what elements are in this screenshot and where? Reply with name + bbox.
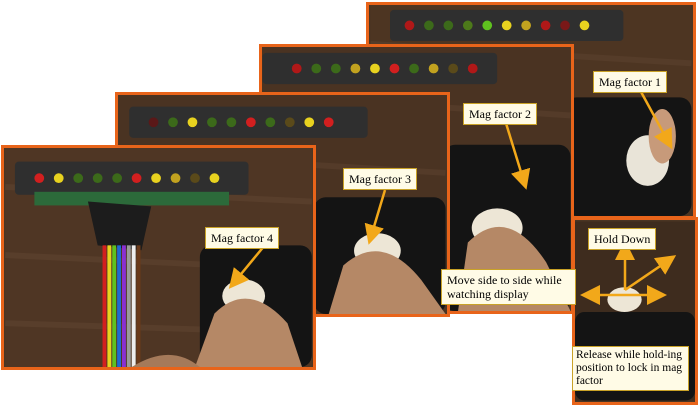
hand (131, 354, 200, 367)
ribbon-cable (102, 245, 141, 367)
led-row (34, 173, 220, 184)
label-hold-down: Hold Down (588, 228, 657, 250)
cable-wrap (87, 201, 152, 251)
label-mag-factor-2: Mag factor 2 (463, 103, 537, 125)
circuit-board (34, 191, 230, 206)
thumb (195, 298, 303, 367)
label-mag-factor-4: Mag factor 4 (205, 227, 279, 249)
label-mag-factor-3: Mag factor 3 (343, 168, 417, 190)
led-bar (262, 52, 498, 85)
label-mag-factor-1: Mag factor 1 (593, 71, 667, 93)
thumb (328, 251, 446, 314)
label-release: Release while hold-ing position to lock … (572, 346, 689, 391)
finger (648, 109, 676, 164)
led-row (404, 20, 590, 31)
joystick-knob (607, 287, 642, 312)
led-row (148, 117, 334, 128)
led-row (291, 63, 478, 74)
label-move-side-to-side: Move side to side while watching display (441, 269, 576, 305)
photo-mag-factor-4-image (5, 148, 312, 367)
photo-mag-factor-4 (1, 145, 316, 370)
